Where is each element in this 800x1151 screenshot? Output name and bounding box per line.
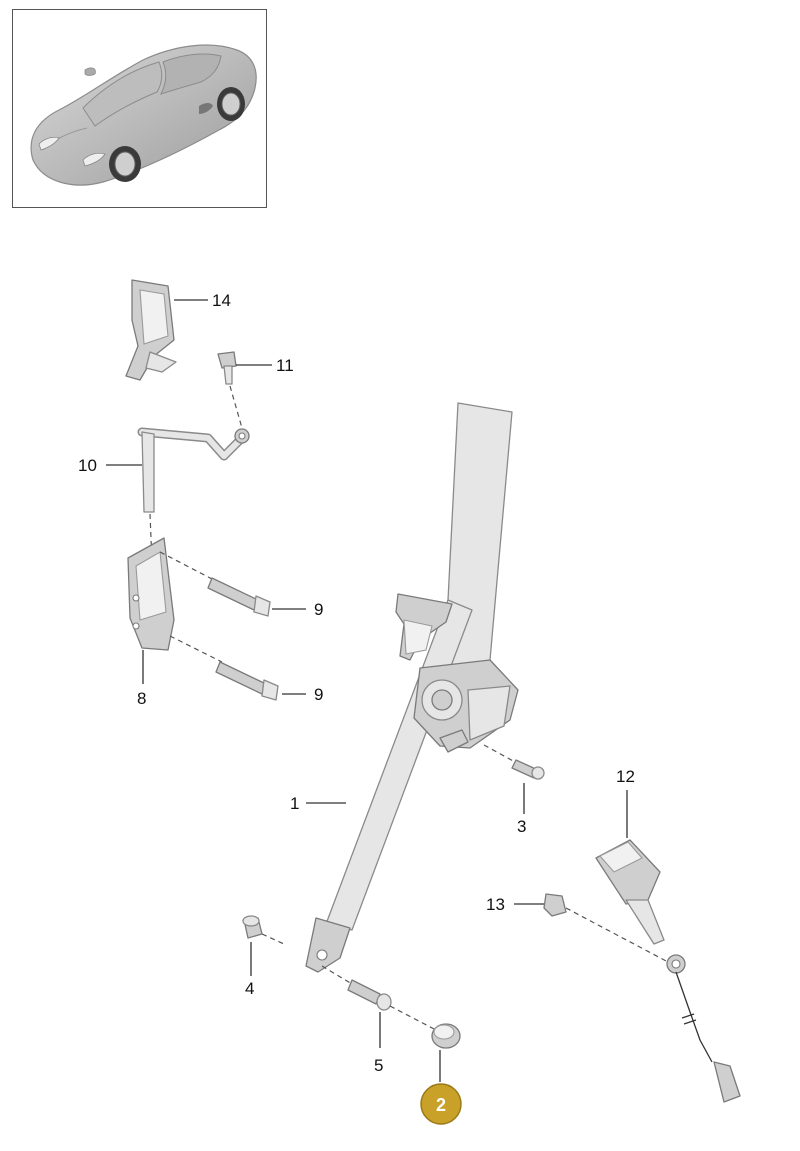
callout-1: 1 bbox=[290, 794, 299, 813]
part-3-bolt[interactable] bbox=[483, 744, 545, 814]
part-10-guide-rod[interactable] bbox=[106, 427, 250, 563]
part-4-spacer[interactable] bbox=[242, 915, 285, 976]
part-8-mounting-plate[interactable] bbox=[127, 537, 175, 684]
part-12-buckle[interactable] bbox=[595, 790, 741, 1103]
callout-10: 10 bbox=[78, 456, 97, 475]
part-9-bolt-upper[interactable] bbox=[159, 551, 306, 617]
car-thumbnail-frame bbox=[12, 9, 267, 208]
callout-11: 11 bbox=[276, 356, 294, 375]
part-14-bracket[interactable] bbox=[125, 279, 208, 381]
callout-3: 3 bbox=[517, 817, 526, 836]
callout-5: 5 bbox=[374, 1056, 383, 1075]
callout-12: 12 bbox=[616, 767, 635, 786]
callout-13: 13 bbox=[486, 895, 505, 914]
callout-8: 8 bbox=[137, 689, 146, 708]
badge-2[interactable]: 2 bbox=[420, 1083, 462, 1125]
part-2-cap[interactable] bbox=[431, 1023, 461, 1082]
part-11-screw[interactable] bbox=[217, 351, 272, 429]
callout-9-lower: 9 bbox=[314, 685, 323, 704]
retractor-housing[interactable] bbox=[413, 659, 519, 753]
callout-14: 14 bbox=[212, 291, 231, 310]
part-13-nut[interactable] bbox=[514, 893, 669, 963]
callout-9-upper: 9 bbox=[314, 600, 323, 619]
callout-4: 4 bbox=[245, 979, 254, 998]
part-5-bolt[interactable] bbox=[321, 965, 437, 1048]
car-icon bbox=[30, 44, 257, 186]
badge-2-label: 2 bbox=[436, 1095, 446, 1115]
part-9-bolt-lower[interactable] bbox=[169, 635, 306, 701]
